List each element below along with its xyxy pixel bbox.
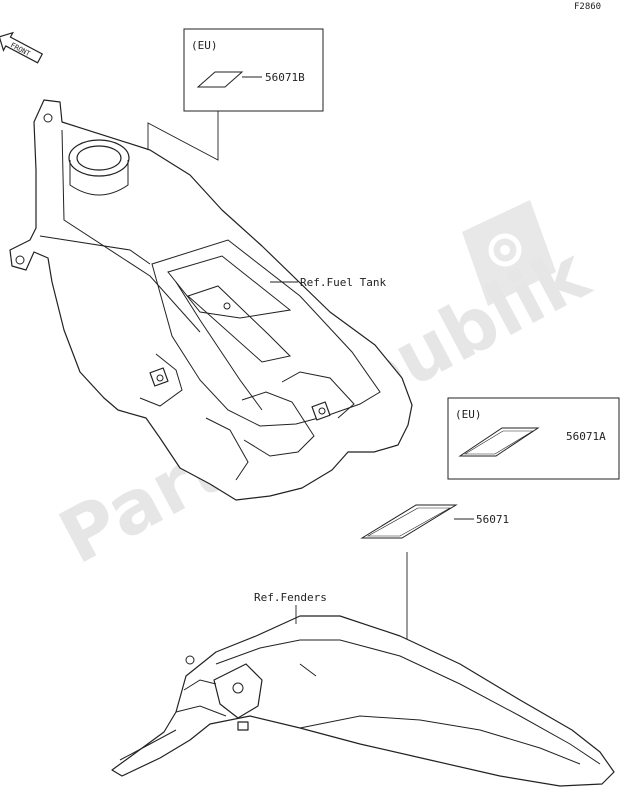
eu-box-top-region: (EU) — [191, 39, 218, 52]
fuel-tank — [9, 99, 413, 501]
ref-fuel-tank-label: Ref.Fuel Tank — [300, 276, 386, 289]
rear-fender — [111, 615, 615, 787]
figure-code: F2860 — [574, 2, 601, 12]
part-number-56071b: 56071B — [265, 71, 305, 84]
front-arrow-icon: FRONT — [0, 31, 44, 64]
part-number-56071a: 56071A — [566, 430, 606, 443]
label-sticker-56071b — [196, 71, 244, 88]
label-sticker-56071a — [458, 427, 540, 457]
eu-box-right-region: (EU) — [455, 408, 482, 421]
ref-fenders-label: Ref.Fenders — [254, 591, 327, 604]
part-number-56071: 56071 — [476, 513, 509, 526]
eu-box-top: (EU) 56071B — [183, 28, 324, 112]
label-sticker-56071 — [360, 504, 458, 539]
eu-box-right: (EU) 56071A — [447, 397, 620, 480]
